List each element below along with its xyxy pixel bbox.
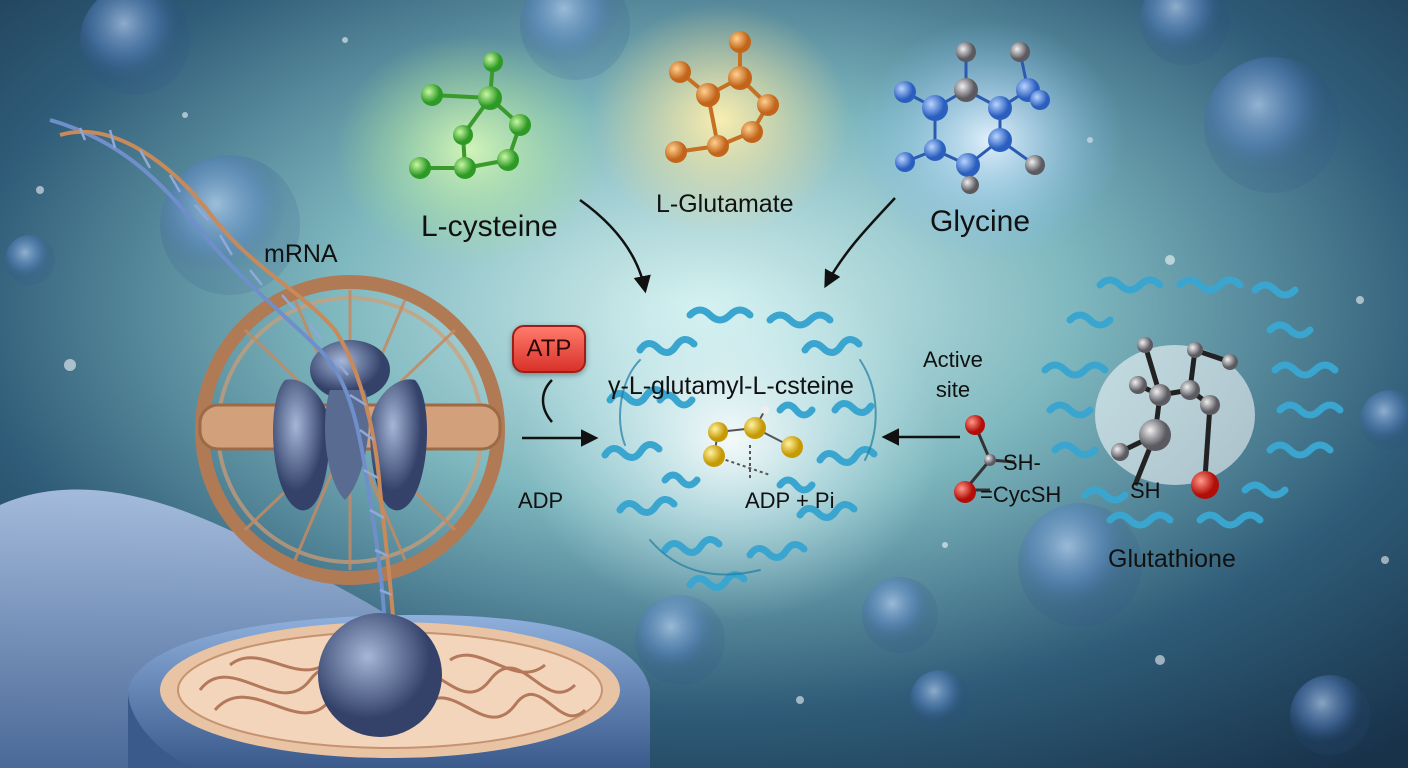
sh-group-label: SH- <box>1003 450 1041 476</box>
l-glutamate-label: L-Glutamate <box>656 190 794 219</box>
ribosome-icon <box>200 282 500 578</box>
atp-badge: ATP <box>512 325 586 373</box>
glutathione-sh-label: SH <box>1130 478 1161 504</box>
adp-pi-label: ADP + Pi <box>745 488 834 514</box>
cycsh-label: =CycSH <box>980 482 1061 508</box>
active-site-label: Active site <box>923 345 983 405</box>
l-cysteine-label: L-cysteine <box>421 210 558 244</box>
glutathione-label: Glutathione <box>1108 545 1236 574</box>
glycine-label: Glycine <box>930 205 1030 239</box>
mrna-label: mRNA <box>264 240 338 269</box>
intermediate-label: γ-L-glutamyl-L-csteine <box>608 372 854 401</box>
adp-label: ADP <box>518 488 563 514</box>
